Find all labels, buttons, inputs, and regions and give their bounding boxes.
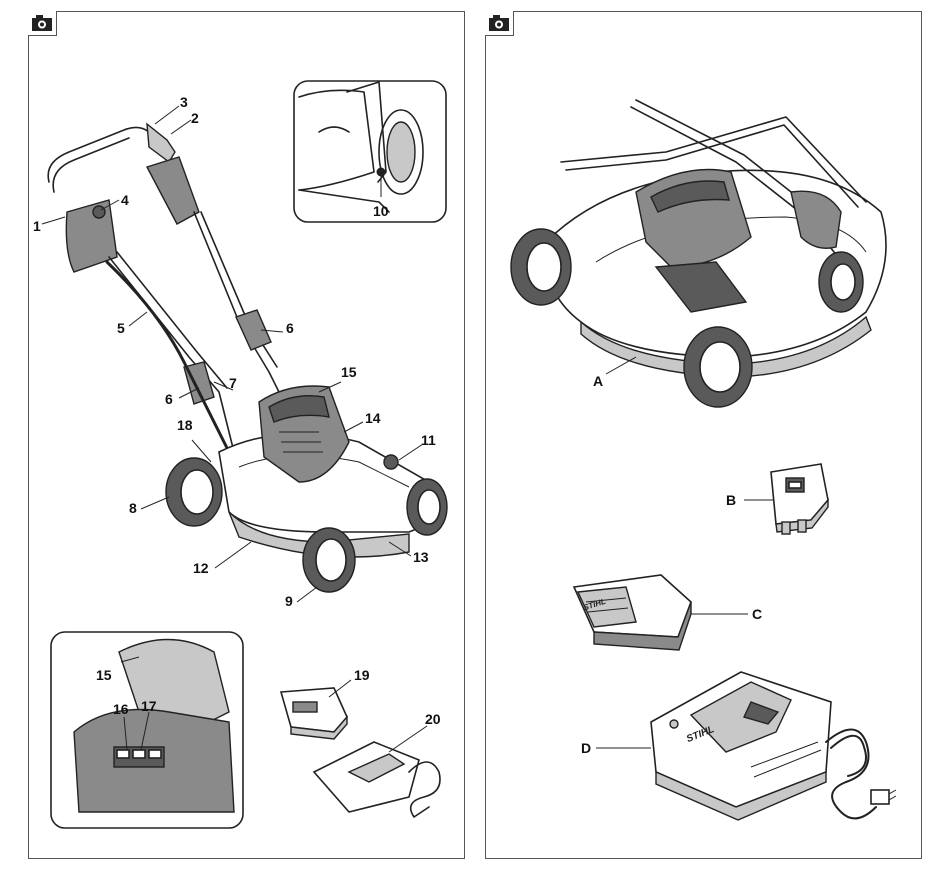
callout-11: 11 [421, 433, 436, 447]
callout-17: 17 [141, 699, 157, 713]
callout-6-right: 6 [286, 321, 294, 335]
height-adjust-knob [384, 455, 398, 469]
callout-A: A [593, 374, 603, 388]
charger-d-illustration [651, 672, 896, 820]
callout-13: 13 [413, 550, 429, 564]
charger-illustration [314, 742, 440, 817]
callout-15-bottom: 15 [96, 668, 112, 682]
handle-assembly [48, 124, 279, 482]
lawnmower-folded-illustration [511, 100, 886, 407]
callout-3: 3 [180, 95, 188, 109]
callout-10: 10 [373, 204, 389, 218]
inset-battery-compartment [51, 632, 243, 828]
callout-1: 1 [33, 219, 41, 233]
callout-19: 19 [354, 668, 370, 682]
callout-C: C [752, 607, 762, 621]
callout-D: D [581, 741, 591, 755]
callout-9: 9 [285, 594, 293, 608]
callout-18: 18 [177, 418, 193, 432]
lawnmower-overview-illustration [29, 12, 466, 860]
safety-key-illustration [771, 464, 828, 534]
callout-7: 7 [229, 376, 237, 390]
callout-14: 14 [365, 411, 381, 425]
callout-12: 12 [193, 561, 209, 575]
callout-6-left: 6 [165, 392, 173, 406]
callout-B: B [726, 493, 736, 507]
inset-height-adjust-detail [294, 81, 446, 222]
battery-pack-illustration [281, 688, 347, 739]
callout-8: 8 [129, 501, 137, 515]
front-left-wheel [303, 528, 355, 592]
callout-20: 20 [425, 712, 441, 726]
battery-pack-c-illustration [574, 575, 691, 650]
callout-2: 2 [191, 111, 199, 125]
callout-16: 16 [113, 702, 129, 716]
right-panel: STIHL STIHL A B C D [485, 11, 922, 859]
callout-5: 5 [117, 321, 125, 335]
left-panel: 3 2 4 1 5 6 6 7 15 14 18 11 8 12 13 9 10… [28, 11, 465, 859]
callout-4: 4 [121, 193, 129, 207]
front-right-wheel [407, 479, 447, 535]
rear-left-wheel [166, 458, 222, 526]
callout-15-top: 15 [341, 365, 357, 379]
